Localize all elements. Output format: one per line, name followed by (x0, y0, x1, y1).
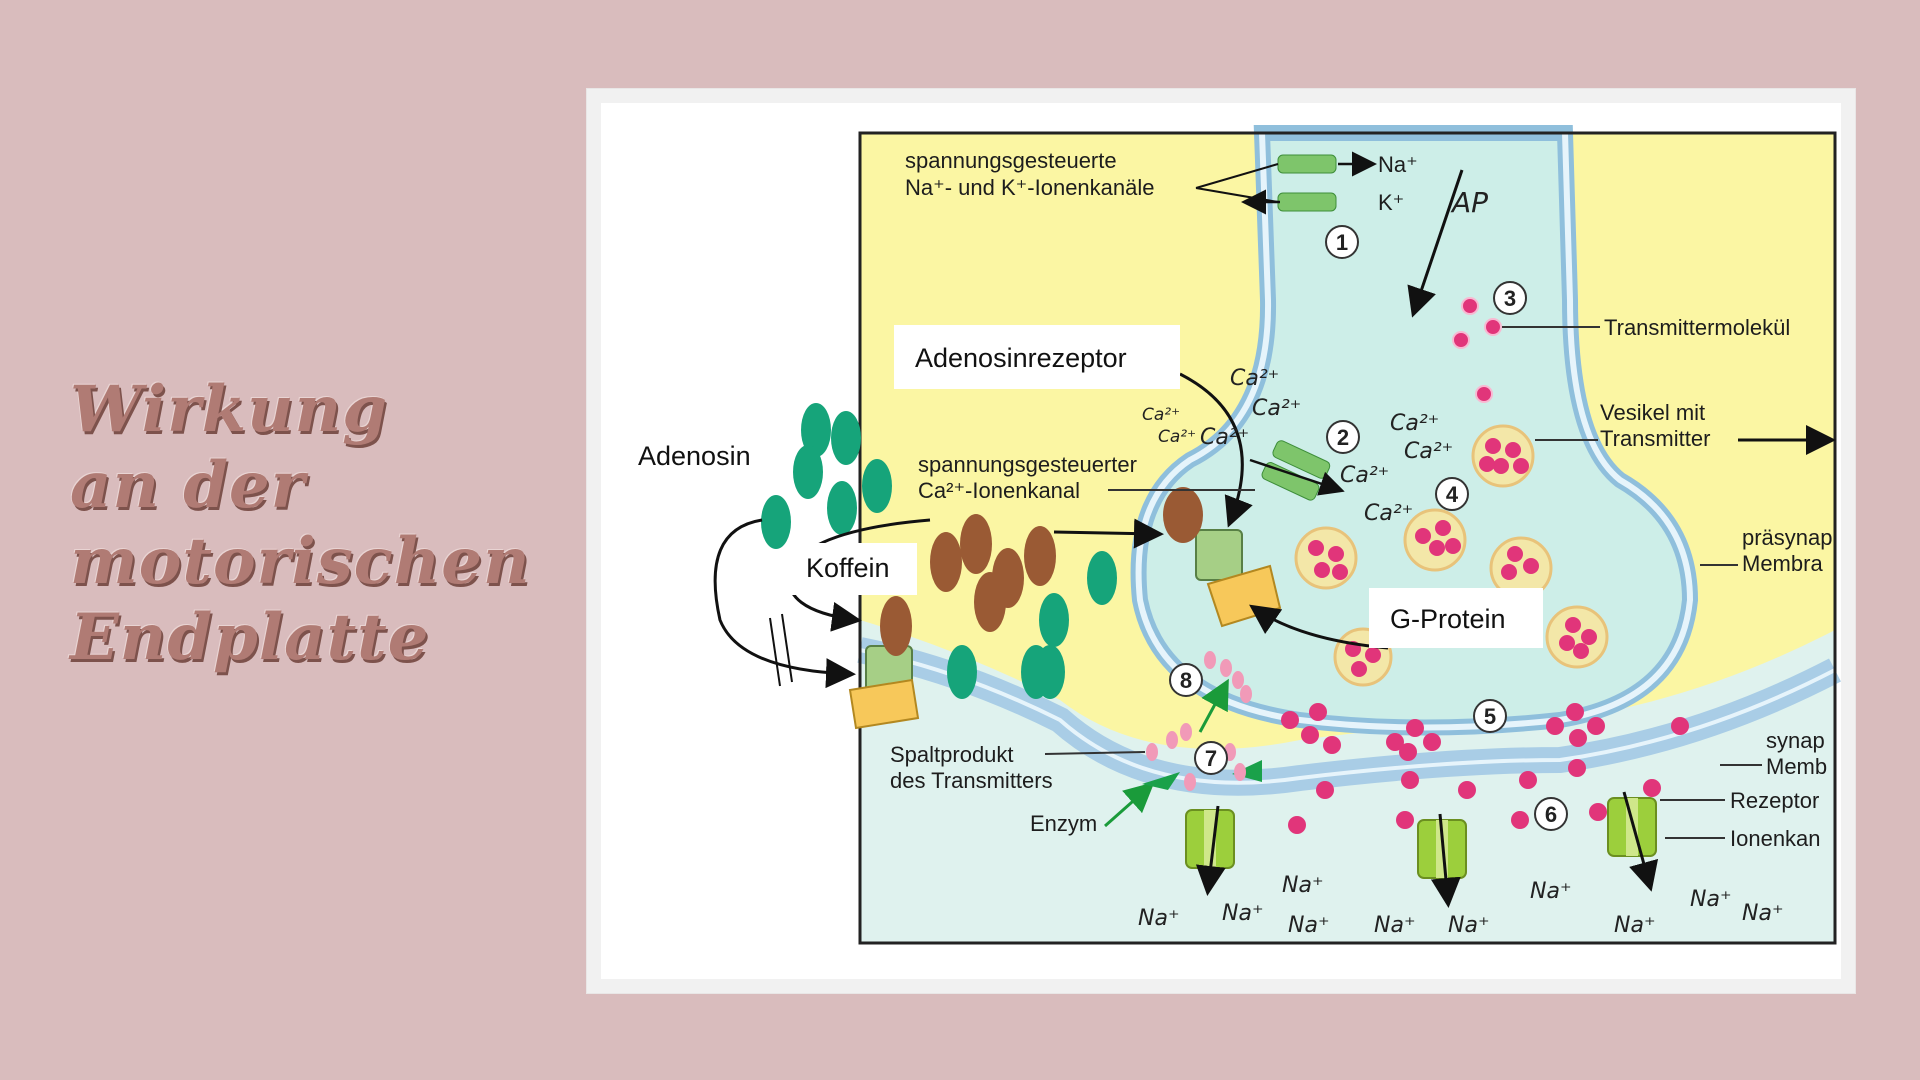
label-koffein: Koffein (806, 553, 890, 583)
svg-text:Na⁺: Na⁺ (1288, 913, 1330, 938)
svg-text:Ca²⁺: Ca²⁺ (1404, 439, 1453, 464)
label-praesynaptisch-2: Membra (1742, 551, 1823, 576)
svg-text:Na⁺: Na⁺ (1690, 887, 1732, 912)
label-praesynaptisch-1: präsynap (1742, 525, 1833, 550)
svg-text:Ca²⁺: Ca²⁺ (1230, 366, 1279, 391)
label-k-ion: K⁺ (1378, 190, 1404, 215)
svg-text:Na⁺: Na⁺ (1222, 901, 1264, 926)
label-voltage-channels-2: Na⁺- und K⁺-Ionenkanäle (905, 175, 1155, 200)
label-vesikel-2: Transmitter (1600, 426, 1710, 451)
label-vesikel-1: Vesikel mit (1600, 400, 1705, 425)
step-3: 3 (1504, 286, 1516, 311)
svg-text:Ca²⁺: Ca²⁺ (1142, 405, 1180, 425)
label-adenosinrezeptor: Adenosinrezeptor (915, 343, 1127, 373)
svg-text:Ca²⁺: Ca²⁺ (1252, 396, 1301, 421)
label-rezeptor: Rezeptor (1730, 788, 1819, 813)
svg-text:Na⁺: Na⁺ (1138, 906, 1180, 931)
label-ca-channel-1: spannungsgesteuerter (918, 452, 1137, 477)
label-ionenkanal: Ionenkan (1730, 826, 1821, 851)
svg-text:Ca²⁺: Ca²⁺ (1340, 463, 1389, 488)
label-transmittermolekuel: Transmittermolekül (1604, 315, 1790, 340)
svg-text:Na⁺: Na⁺ (1614, 913, 1656, 938)
svg-text:Ca²⁺: Ca²⁺ (1200, 425, 1249, 450)
step-4: 4 (1446, 482, 1459, 507)
label-synaptisch-1: synap (1766, 728, 1825, 753)
step-1: 1 (1336, 230, 1348, 255)
svg-text:Na⁺: Na⁺ (1742, 901, 1784, 926)
step-2: 2 (1337, 425, 1349, 450)
label-adenosin: Adenosin (638, 441, 751, 471)
label-na-ion: Na⁺ (1378, 152, 1418, 177)
step-5: 5 (1484, 704, 1496, 729)
svg-text:Ca²⁺: Ca²⁺ (1390, 411, 1439, 436)
svg-text:Na⁺: Na⁺ (1530, 879, 1572, 904)
step-6: 6 (1545, 802, 1557, 827)
label-synaptisch-2: Memb (1766, 754, 1827, 779)
step-8: 8 (1180, 668, 1192, 693)
step-7: 7 (1205, 746, 1217, 771)
label-g-protein: G-Protein (1390, 604, 1506, 634)
label-enzym: Enzym (1030, 811, 1097, 836)
svg-text:Ca²⁺: Ca²⁺ (1158, 427, 1196, 447)
svg-text:Na⁺: Na⁺ (1448, 913, 1490, 938)
svg-text:Na⁺: Na⁺ (1374, 913, 1416, 938)
label-spaltprodukt-2: des Transmitters (890, 768, 1053, 793)
label-ca-channel-2: Ca²⁺-Ionenkanal (918, 478, 1080, 503)
label-ap: AP (1450, 186, 1488, 219)
svg-text:Na⁺: Na⁺ (1282, 873, 1324, 898)
svg-text:Ca²⁺: Ca²⁺ (1364, 501, 1413, 526)
label-voltage-channels-1: spannungsgesteuerte (905, 148, 1117, 173)
label-spaltprodukt-1: Spaltprodukt (890, 742, 1014, 767)
